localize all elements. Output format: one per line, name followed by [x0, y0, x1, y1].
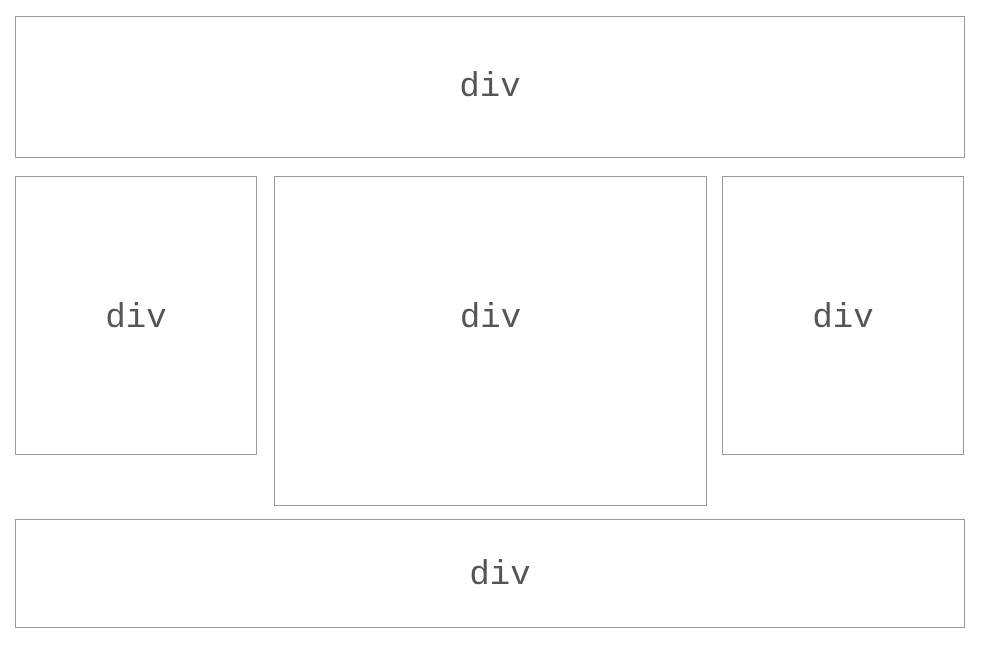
footer-box: div — [15, 519, 965, 628]
center-box: div — [274, 176, 707, 506]
footer-box-label: div — [469, 557, 531, 595]
left-box-label: div — [105, 300, 167, 338]
left-box: div — [15, 176, 257, 455]
right-box-label: div — [812, 300, 874, 338]
center-box-label: div — [459, 300, 522, 338]
header-box: div — [15, 16, 965, 158]
header-box-label: div — [459, 69, 521, 107]
right-box: div — [722, 176, 964, 455]
